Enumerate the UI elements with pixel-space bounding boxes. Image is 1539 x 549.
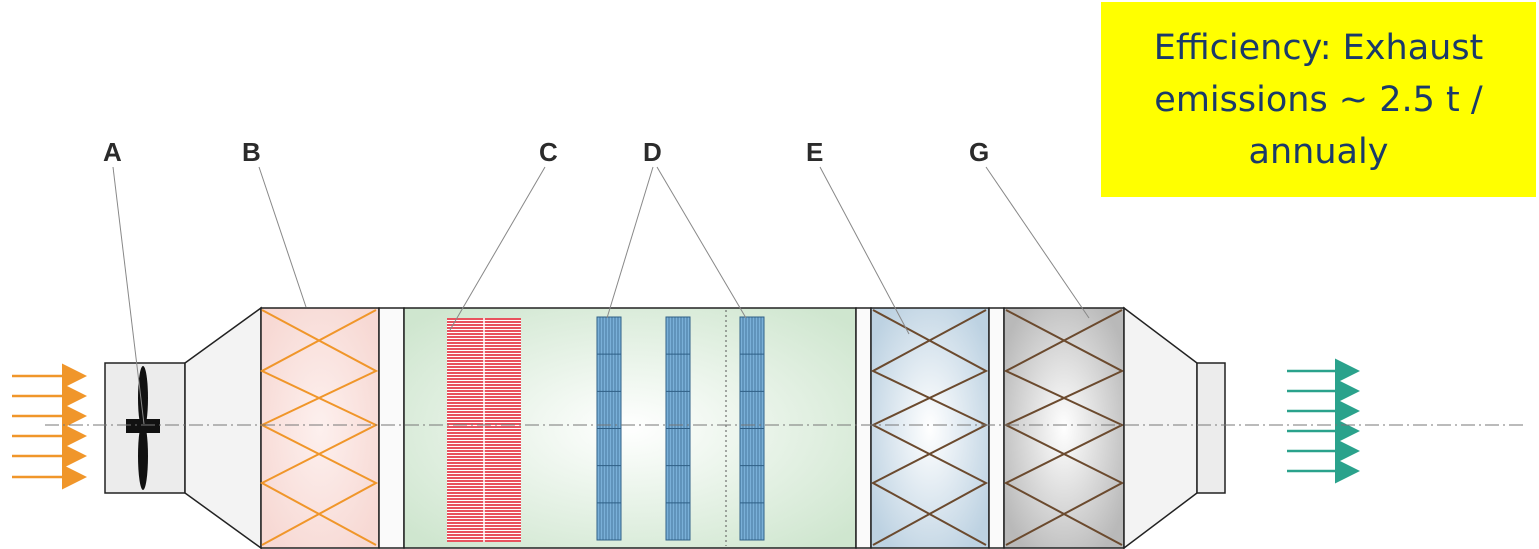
cooling-coil-d2 <box>665 316 691 541</box>
cooling-coil-d3 <box>739 316 765 541</box>
label-b: B <box>242 137 261 167</box>
prefilter-section-b <box>259 307 380 549</box>
inlet-arrows <box>12 363 87 490</box>
filter-section-e <box>870 307 990 549</box>
cooling-coil-d1 <box>596 316 622 541</box>
label-c: C <box>539 137 558 167</box>
inlet-transition <box>184 306 262 549</box>
label-g: G <box>969 137 989 167</box>
fan-icon <box>126 366 160 490</box>
fan-section-a <box>104 362 186 494</box>
label-e: E <box>806 137 823 167</box>
label-a: A <box>103 137 122 167</box>
spacer-bc <box>378 307 405 549</box>
outlet-transition <box>1123 306 1198 549</box>
spacer-de <box>855 307 872 549</box>
efficiency-note: Efficiency: Exhaust emissions ~ 2.5 t / … <box>1101 2 1536 197</box>
outlet-duct <box>1196 362 1226 494</box>
outlet-arrows <box>1287 358 1360 484</box>
leader-lines <box>112 166 1090 425</box>
filter-section-g <box>1003 307 1125 549</box>
coil-chamber-c-d <box>403 307 857 549</box>
spacer-eg <box>988 307 1005 549</box>
heater-coil-c <box>447 318 521 542</box>
efficiency-note-text: Efficiency: Exhaust emissions ~ 2.5 t / … <box>1153 27 1484 172</box>
label-d: D <box>643 137 662 167</box>
